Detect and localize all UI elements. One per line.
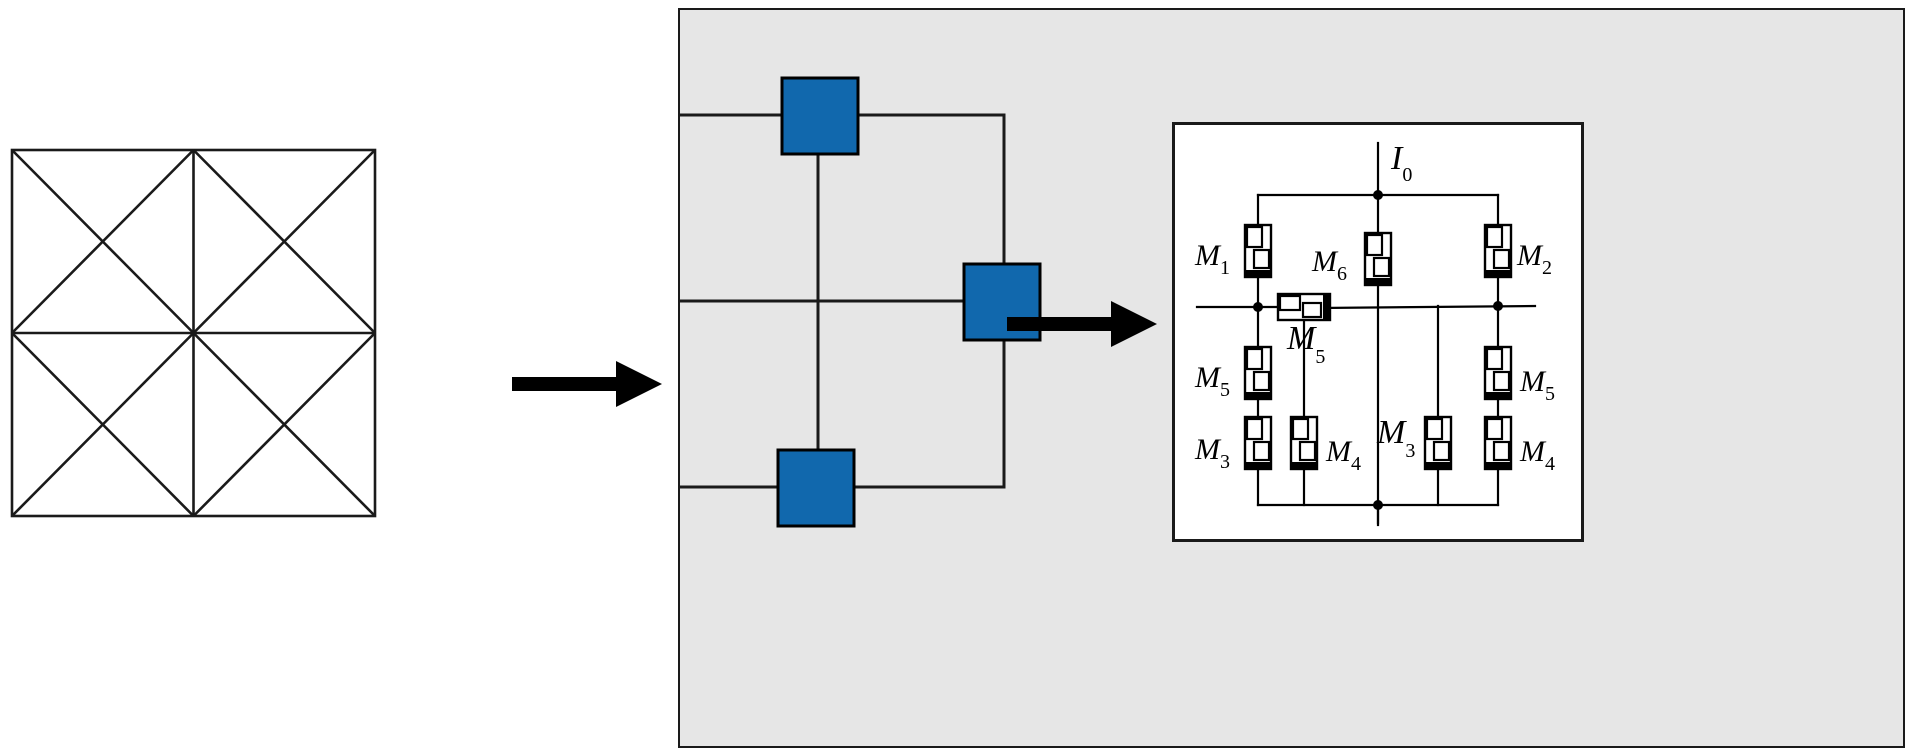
grey-panel: I0 M1 M6 M2 M5 M5 M5 — [678, 8, 1905, 748]
node-north — [780, 76, 860, 156]
node-east — [962, 262, 1042, 342]
memristor-m5-right — [1483, 345, 1513, 401]
mesh-diagonal-bl-b — [11, 332, 195, 517]
memristor-circuit-svg: I0 M1 M6 M2 M5 M5 M5 — [1194, 140, 1555, 527]
label-m1: M1 — [1194, 239, 1230, 279]
junction-mid-left — [1253, 302, 1263, 312]
memristor-m1 — [1243, 223, 1273, 279]
memristor-m3-left — [1243, 415, 1273, 471]
mesh-unit-cell-svg — [10, 148, 377, 518]
mesh-diagonal-tl-b — [11, 149, 195, 334]
label-m5-left: M5 — [1194, 361, 1230, 401]
memristor-circuit-box: I0 M1 M6 M2 M5 M5 M5 — [1172, 122, 1584, 542]
label-m6: M6 — [1311, 245, 1347, 285]
memristor-m2 — [1483, 223, 1513, 279]
node-network-svg — [680, 76, 1042, 528]
label-m3-centre: M3 — [1376, 414, 1415, 462]
junction-dots — [1253, 190, 1503, 510]
arrow-right-shaft — [1007, 317, 1117, 331]
memristor-m3-centre — [1423, 415, 1453, 471]
junction-top-centre — [1373, 190, 1383, 200]
node-south — [776, 448, 856, 528]
label-source: I0 — [1390, 140, 1412, 186]
label-m3-left: M3 — [1194, 433, 1230, 473]
junction-mid-right — [1493, 301, 1503, 311]
arrow-left-shaft — [512, 377, 622, 391]
label-m4-centre: M4 — [1325, 435, 1361, 475]
mesh-diagonal-br-b — [192, 332, 376, 517]
arrow-right-head — [1111, 301, 1157, 347]
arrow-right-svg — [1007, 301, 1157, 347]
mesh-unit-cell-panel — [10, 148, 465, 608]
arrow-left-svg — [512, 361, 662, 407]
mesh-diagonal-tr-b — [192, 149, 376, 334]
memristor-m5-horizontal — [1276, 292, 1332, 322]
memristor-m4-right — [1483, 415, 1513, 471]
label-m4-right: M4 — [1519, 435, 1555, 475]
arrow-right — [1007, 295, 1187, 355]
memristor-m5-left — [1243, 345, 1273, 401]
junction-bottom-centre — [1373, 500, 1383, 510]
memristor-m6 — [1363, 231, 1393, 287]
memristor-m4-centre — [1289, 415, 1319, 471]
label-m5-right: M5 — [1519, 365, 1555, 405]
arrow-left-head — [616, 361, 662, 407]
arrow-left — [512, 355, 692, 415]
label-m5-horizontal: M5 — [1286, 320, 1325, 368]
label-m2: M2 — [1516, 239, 1552, 279]
